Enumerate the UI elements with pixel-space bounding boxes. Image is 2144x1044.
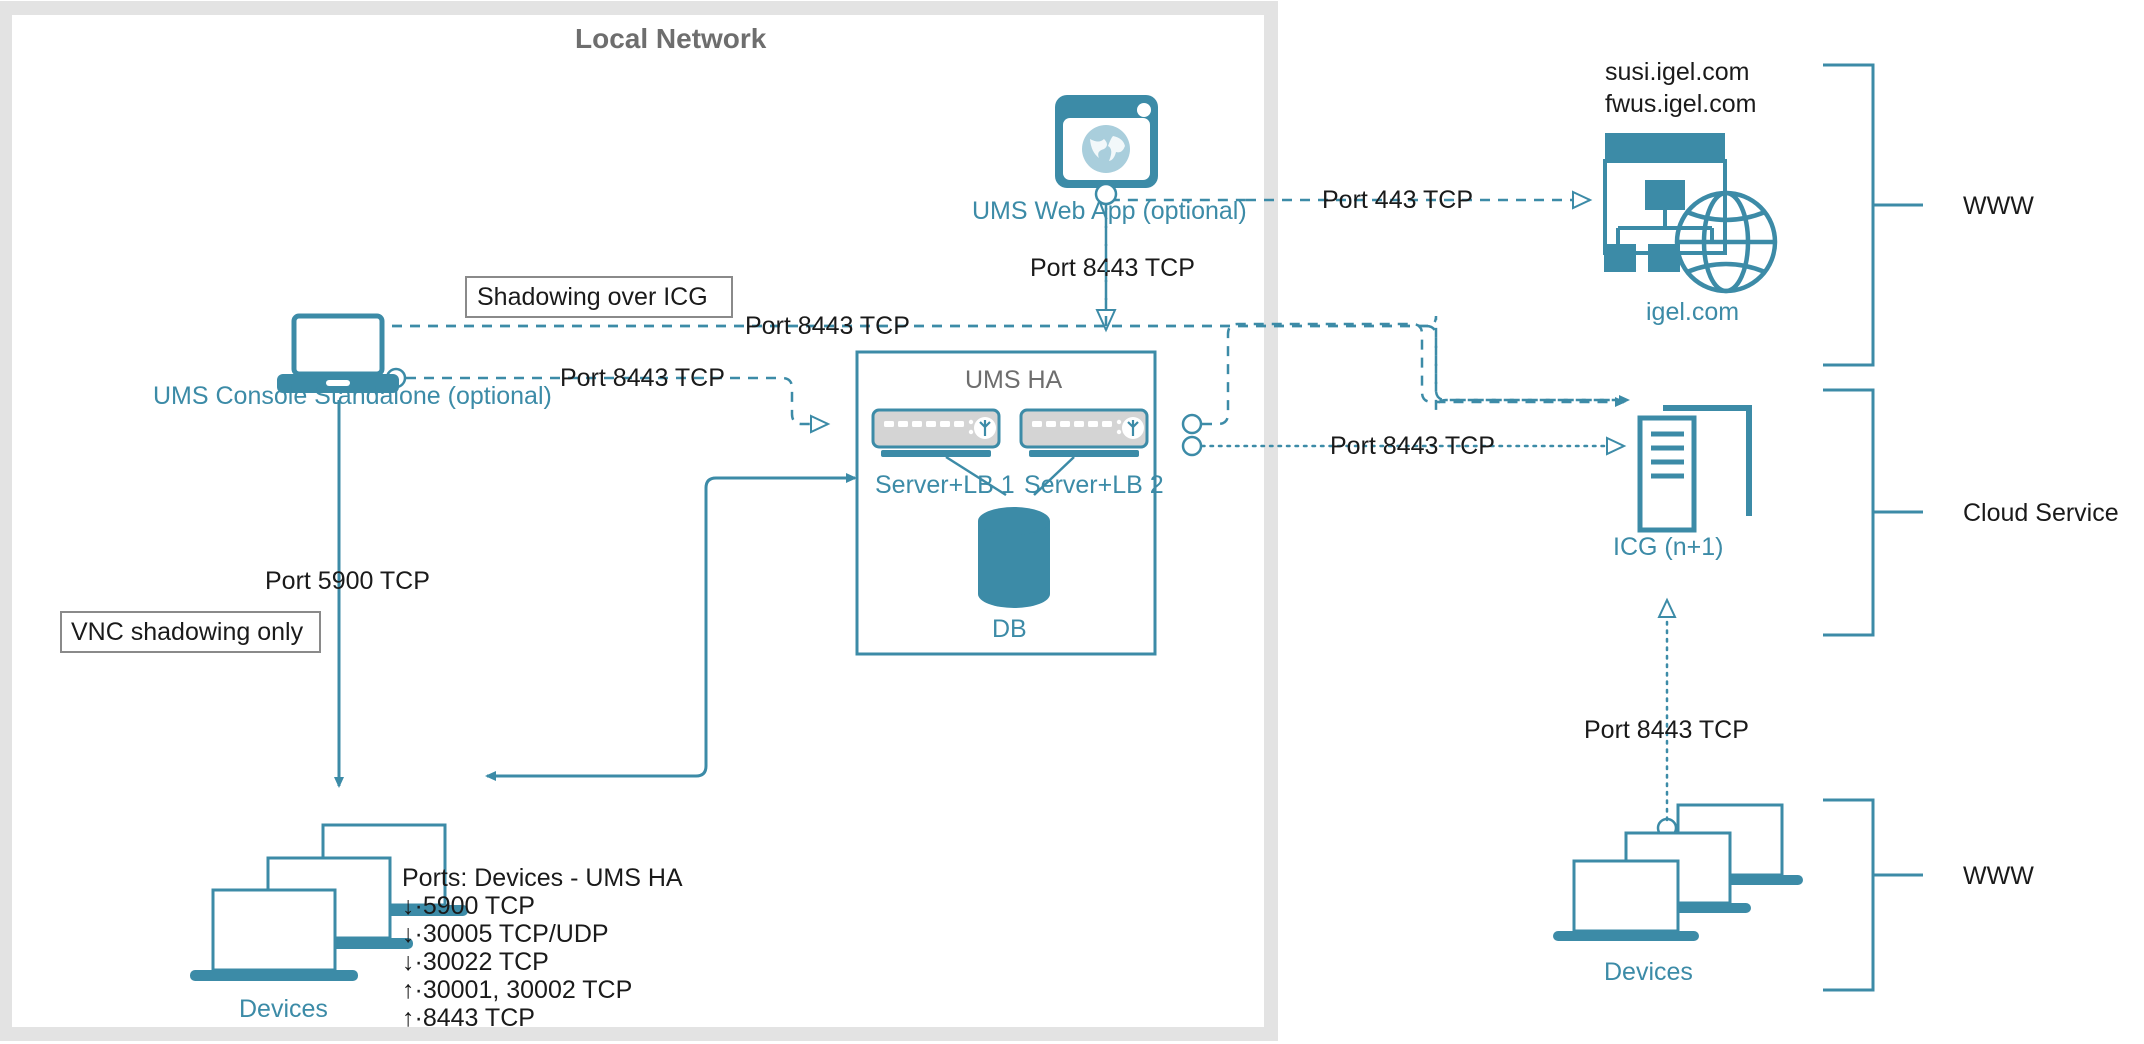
edge-webapp-to-igelcom: [1104, 190, 1593, 326]
server-lb-1-label: Server+LB 1: [875, 471, 1015, 499]
ums-web-app-label: UMS Web App (optional): [972, 197, 1247, 225]
ports-note-title: Ports: Devices - UMS HA: [402, 864, 683, 892]
ports-note-line-2: ↓·30005 TCP/UDP: [402, 920, 609, 948]
database-cylinder-icon[interactable]: [978, 507, 1050, 608]
server-lb-2-label: Server+LB 2: [1024, 471, 1164, 499]
browser-globe-icon[interactable]: [1055, 95, 1158, 206]
igel-com-label: igel.com: [1646, 298, 1739, 326]
callout-shadowing-over-icg: [465, 276, 733, 318]
zone-label-www-top: WWW: [1963, 192, 2034, 220]
ums-console-label: UMS Console Standalone (optional): [153, 382, 552, 410]
edge-umsha-to-icg-dotted: [1181, 435, 1627, 457]
edge-console-shadowing-over-icg: [392, 315, 1630, 411]
ports-note-line-5: ↑·8443 TCP: [402, 1004, 535, 1032]
igel-host-2: fwus.igel.com: [1605, 90, 1756, 118]
zone-label-www-bottom: WWW: [1963, 862, 2034, 890]
edge-label-shadowing-8443: Port 8443 TCP: [745, 312, 910, 340]
ports-note: Ports: Devices - UMS HA ↓·5900 TCP ↓·300…: [402, 864, 683, 1032]
ums-ha-box: [855, 350, 1157, 656]
devices-right-label: Devices: [1604, 958, 1693, 986]
local-network-title: Local Network: [575, 23, 767, 54]
laptops-stack-icon-right[interactable]: [1553, 803, 1803, 941]
laptops-stack-icon-left[interactable]: [190, 823, 468, 981]
zone-bracket-www-top: [1823, 63, 1923, 367]
zone-bracket-cloud-service: [1823, 388, 1923, 637]
server-appliance-icon-1[interactable]: [871, 408, 1007, 497]
ports-note-line-1: ↓·5900 TCP: [402, 892, 535, 920]
devices-left-label: Devices: [239, 995, 328, 1023]
callout-shadowing-label: Shadowing over ICG: [477, 283, 708, 311]
zone-label-cloud-service: Cloud Service: [1963, 499, 2119, 527]
icg-label: ICG (n+1): [1613, 533, 1723, 561]
edge-umsha-to-icg-dashed: [1181, 322, 1626, 435]
callout-vnc-label: VNC shadowing only: [71, 618, 304, 646]
ports-note-line-3: ↓·30022 TCP: [402, 948, 549, 976]
db-label: DB: [992, 615, 1027, 643]
gateway-server-icon[interactable]: [1637, 405, 1752, 533]
edge-label-icg-devices-8443: Port 8443 TCP: [1584, 716, 1749, 744]
edge-label-port-5900: Port 5900 TCP: [265, 567, 430, 595]
callout-vnc-shadowing-only: [60, 611, 321, 653]
edge-label-webapp-to-umsha: Port 8443 TCP: [1030, 254, 1195, 282]
laptop-icon[interactable]: [277, 313, 399, 393]
website-network-globe-icon[interactable]: [1603, 133, 1778, 294]
edge-label-umsha-icg-8443: Port 8443 TCP: [1330, 432, 1495, 460]
edge-label-port-443: Port 443 TCP: [1322, 186, 1473, 214]
ports-note-line-4: ↑·30001, 30002 TCP: [402, 976, 632, 1004]
igel-host-1: susi.igel.com: [1605, 58, 1750, 86]
edge-label-console-8443: Port 8443 TCP: [560, 364, 725, 392]
ums-ha-title: UMS HA: [965, 366, 1063, 394]
server-appliance-icon-2[interactable]: [1019, 408, 1149, 496]
local-network-zone: [0, 1, 1278, 1041]
edge-umsha-to-devices: [485, 473, 857, 781]
zone-bracket-www-bottom: [1823, 798, 1923, 992]
